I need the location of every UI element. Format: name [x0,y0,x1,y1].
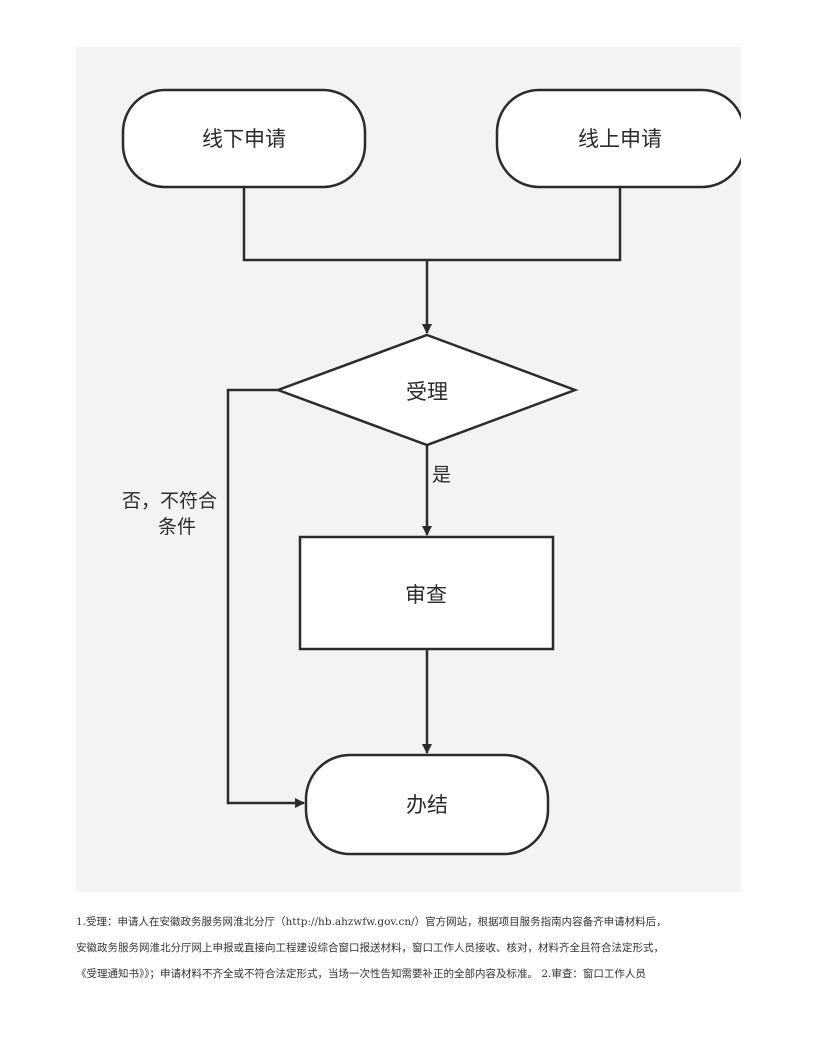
node-finish-label: 办结 [406,793,448,817]
edge-offline-merge [242,187,427,262]
node-offline-apply-label: 线下申请 [202,127,286,151]
node-review [298,535,555,651]
flowchart-canvas: 线下申请 线上申请 受理 审查 办结 是 否，不符合 条件 [121,88,741,856]
edge-yes-label: 是 [432,464,451,486]
node-accept-label: 受理 [406,380,448,404]
node-online-apply-label: 线上申请 [578,127,662,151]
flowchart: 线下申请 线上申请 受理 审查 办结 是 否，不符合 条件 [76,47,741,892]
edge-online-merge [427,187,622,262]
node-finish [304,753,550,856]
node-review-label: 审查 [405,583,447,607]
caption-line-3: 《受理通知书》》；申请材料不齐全或不符合法定形式，当场一次性告知需要补正的全部内… [76,968,646,980]
caption-line-1: 1.受理：申请人在安徽政务服务网淮北分厅（http://hb.ahzwfw.go… [76,916,667,928]
edge-reject-to-finish [226,388,305,808]
caption-text: 1.受理：申请人在安徽政务服务网淮北分厅（http://hb.ahzwfw.go… [76,909,744,987]
caption-line-2: 安徽政务服务网淮北分厅网上申报或直接向工程建设综合窗口报送材料，窗口工作人员接收… [76,942,664,954]
edge-no-label-line2: 条件 [158,516,196,538]
edge-no-label-line1: 否，不符合 [122,490,217,512]
